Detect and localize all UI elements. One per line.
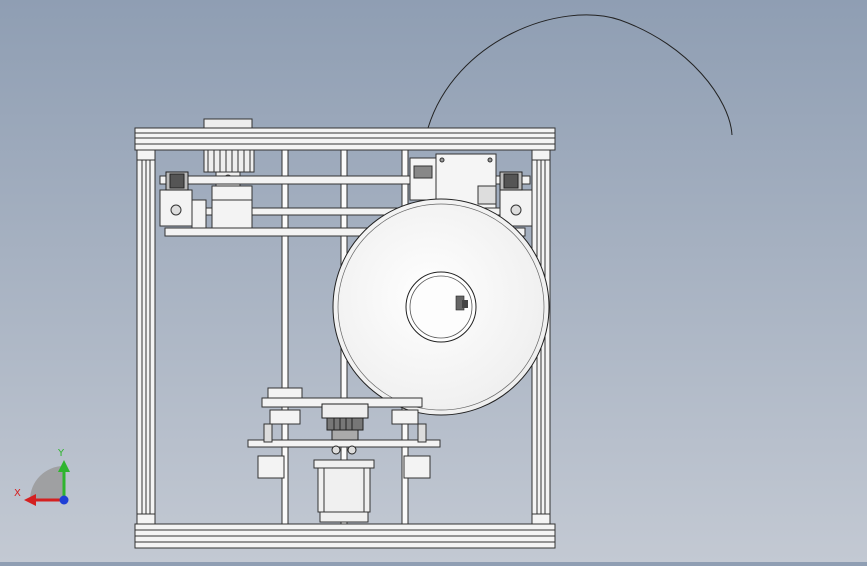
z-axis-dot: [59, 495, 69, 505]
belt-pulleys: [165, 171, 523, 191]
lower-carriage: [247, 387, 441, 479]
extruder-plate: [409, 153, 497, 209]
shaft-coupler: [321, 403, 369, 455]
axis-triad: Y X: [14, 448, 70, 506]
x-axis-label: X: [14, 488, 21, 499]
filament-spool: [332, 198, 550, 416]
bottom-motor: [313, 459, 375, 523]
triad-plane: [30, 466, 64, 500]
top-extrusion: [134, 127, 556, 151]
x-gantry: [159, 175, 533, 237]
y-axis-label: Y: [57, 448, 65, 459]
filament-wire: [427, 14, 733, 136]
